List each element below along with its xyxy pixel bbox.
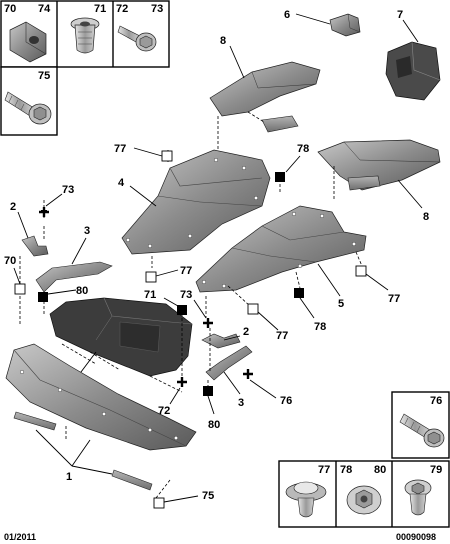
long-screw-part <box>4 91 52 125</box>
assembly-lines <box>19 150 363 499</box>
box-label-74: 74 <box>38 3 51 15</box>
fastener-box-top: 70 74 71 72 73 <box>0 0 170 68</box>
callout-78-a: 78 <box>275 143 309 182</box>
callout-72-label: 72 <box>158 405 170 417</box>
callout-78-a-label: 78 <box>297 143 309 155</box>
callout-3-left: 3 <box>84 225 90 237</box>
callout-8-right: 8 <box>423 211 429 223</box>
clip-nut-part <box>9 21 47 63</box>
deflector-part-7: 7 <box>385 9 441 101</box>
box-label-79: 79 <box>430 464 442 476</box>
callout-5: 5 <box>338 298 344 310</box>
box-label-71: 71 <box>94 3 106 15</box>
callout-75-label: 75 <box>202 490 214 502</box>
callout-80-b: 80 <box>203 386 220 431</box>
bracket-part-2-right: 2 <box>201 326 249 349</box>
shoulder-screw-part <box>404 479 432 516</box>
strut-part-3-right: 3 <box>205 345 253 409</box>
callout-75: 75 <box>153 490 214 509</box>
callout-8-upper: 8 <box>220 35 226 47</box>
callout-6: 6 <box>284 9 290 21</box>
callout-77-b-label: 77 <box>180 265 192 277</box>
callout-70: 70 <box>4 255 26 295</box>
box-label-72: 72 <box>116 3 128 15</box>
callout-80-b-label: 80 <box>208 419 220 431</box>
callout-71-label: 71 <box>144 289 156 301</box>
callout-76: 76 <box>243 369 292 407</box>
callout-73-a-label: 73 <box>62 184 74 196</box>
callout-2-left: 2 <box>10 201 16 213</box>
callout-77-c: 77 <box>247 303 288 342</box>
fastener-box-76: 76 <box>391 391 450 459</box>
callout-1: 1 <box>66 471 72 483</box>
box-label-75: 75 <box>38 70 50 82</box>
fastener-box-bottom: 77 78 80 79 <box>278 460 450 528</box>
front-shield-part-1: 1 <box>5 343 197 491</box>
callout-77-a: 77 <box>114 143 173 162</box>
callout-73-b: 73 <box>180 289 213 328</box>
date-code: 01/2011 <box>4 532 36 542</box>
flange-nut-part <box>346 485 382 515</box>
callout-71: 71 <box>144 289 187 315</box>
callout-76-label: 76 <box>280 395 292 407</box>
callout-4: 4 <box>118 177 125 189</box>
box-label-70: 70 <box>4 3 16 15</box>
bracket-part-2-left: 2 <box>10 201 49 257</box>
callout-77-c-label: 77 <box>276 330 288 342</box>
box-label-76: 76 <box>430 395 442 407</box>
flange-screw-part <box>117 25 157 52</box>
rivet-nut-part <box>70 17 100 54</box>
plastic-clip-part <box>285 481 327 518</box>
underbody-panel-part-5: 5 <box>195 205 367 310</box>
box-label-80: 80 <box>374 464 386 476</box>
bracket-part-6: 6 <box>284 9 361 37</box>
box-label-77: 77 <box>318 464 330 476</box>
engine-tray-part-9: 9 <box>49 297 193 390</box>
heat-shield-part-8-right: 8 <box>317 139 441 223</box>
strut-part-3-left: 3 <box>35 225 113 293</box>
callout-72: 72 <box>158 377 187 417</box>
underbody-panel-part-4: 4 <box>118 149 271 255</box>
box-label-78: 78 <box>340 464 352 476</box>
callout-80-a: 80 <box>38 285 88 302</box>
callout-7: 7 <box>397 9 403 21</box>
callout-73-a: 73 <box>39 184 74 217</box>
callout-3-right: 3 <box>238 397 244 409</box>
heat-shield-part-8-upper: 8 <box>209 35 321 150</box>
callout-78-b-label: 78 <box>314 321 326 333</box>
reference-code: 00090098 <box>396 532 436 542</box>
callout-77-d-label: 77 <box>388 293 400 305</box>
callout-73-b-label: 73 <box>180 289 192 301</box>
callout-70-label: 70 <box>4 255 16 267</box>
callout-78-b: 78 <box>294 288 326 333</box>
callout-77-a-label: 77 <box>114 143 126 155</box>
fastener-box-75: 75 <box>0 66 58 136</box>
callout-2-right: 2 <box>243 326 249 338</box>
callout-77-b: 77 <box>145 265 192 283</box>
callout-77-d: 77 <box>355 265 400 305</box>
callout-80-a-label: 80 <box>76 285 88 297</box>
box-label-73: 73 <box>151 3 163 15</box>
